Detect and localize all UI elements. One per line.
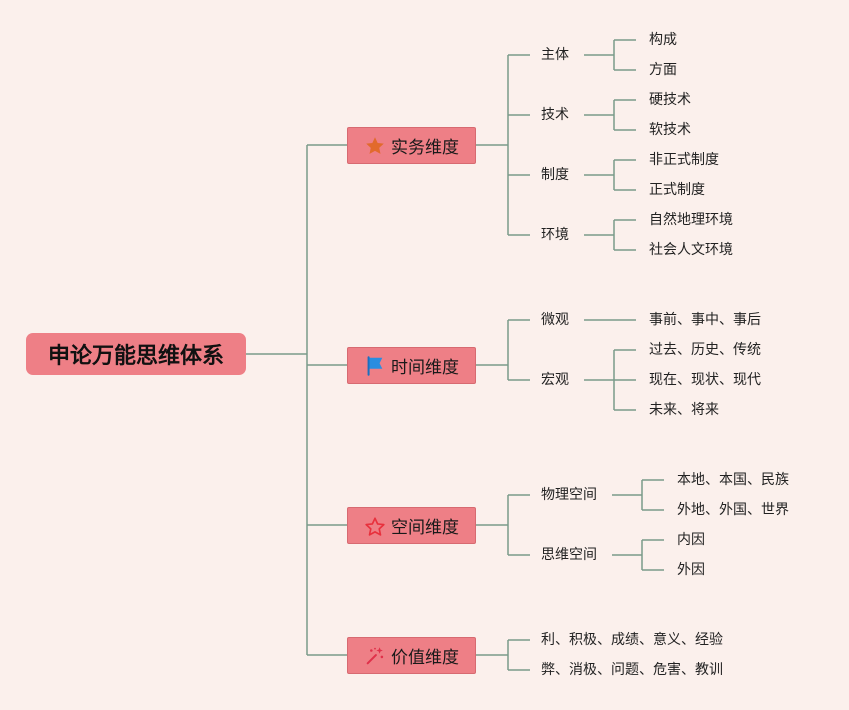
- leaf-node[interactable]: 本地、本国、民族: [677, 471, 789, 489]
- sub-node-technology[interactable]: 技术: [541, 107, 569, 123]
- leaf-node[interactable]: 软技术: [649, 121, 691, 139]
- leaf-node[interactable]: 社会人文环境: [649, 241, 733, 259]
- sub-node-physical-space[interactable]: 物理空间: [541, 487, 597, 503]
- leaf-node[interactable]: 非正式制度: [649, 151, 719, 169]
- sparkle-wand-icon: [364, 645, 386, 667]
- sub-node-macro[interactable]: 宏观: [541, 372, 569, 388]
- sub-node-thinking-space[interactable]: 思维空间: [541, 547, 597, 563]
- category-node-value[interactable]: 价值维度: [347, 637, 476, 674]
- sub-node-subject[interactable]: 主体: [541, 47, 569, 63]
- category-label: 时间维度: [391, 358, 459, 378]
- category-label: 价值维度: [391, 648, 459, 668]
- category-label: 实务维度: [391, 138, 459, 158]
- leaf-node[interactable]: 内因: [677, 531, 705, 549]
- leaf-node[interactable]: 方面: [649, 61, 677, 79]
- sub-node-institution[interactable]: 制度: [541, 167, 569, 183]
- leaf-node[interactable]: 硬技术: [649, 91, 691, 109]
- leaf-node[interactable]: 外因: [677, 561, 705, 579]
- root-node[interactable]: 申论万能思维体系: [26, 333, 246, 375]
- outline-star-icon: [364, 515, 386, 537]
- leaf-node[interactable]: 未来、将来: [649, 401, 719, 419]
- sub-node-micro[interactable]: 微观: [541, 312, 569, 328]
- category-node-time[interactable]: 时间维度: [347, 347, 476, 384]
- leaf-node[interactable]: 正式制度: [649, 181, 705, 199]
- leaf-node[interactable]: 自然地理环境: [649, 211, 733, 229]
- leaf-node[interactable]: 过去、历史、传统: [649, 341, 761, 359]
- root-label: 申论万能思维体系: [47, 344, 224, 369]
- category-label: 空间维度: [391, 518, 459, 538]
- leaf-node[interactable]: 事前、事中、事后: [649, 311, 761, 329]
- sub-node-disadvantages[interactable]: 弊、消极、问题、危害、教训: [541, 662, 723, 678]
- category-node-space[interactable]: 空间维度: [347, 507, 476, 544]
- leaf-node[interactable]: 现在、现状、现代: [649, 371, 761, 389]
- leaf-node[interactable]: 外地、外国、世界: [677, 501, 789, 519]
- category-node-practice[interactable]: 实务维度: [347, 127, 476, 164]
- blue-flag-icon: [364, 355, 386, 377]
- sub-node-advantages[interactable]: 利、积极、成绩、意义、经验: [541, 632, 723, 648]
- filled-star-icon: [364, 135, 386, 157]
- leaf-node[interactable]: 构成: [649, 31, 677, 49]
- sub-node-environment[interactable]: 环境: [541, 227, 569, 243]
